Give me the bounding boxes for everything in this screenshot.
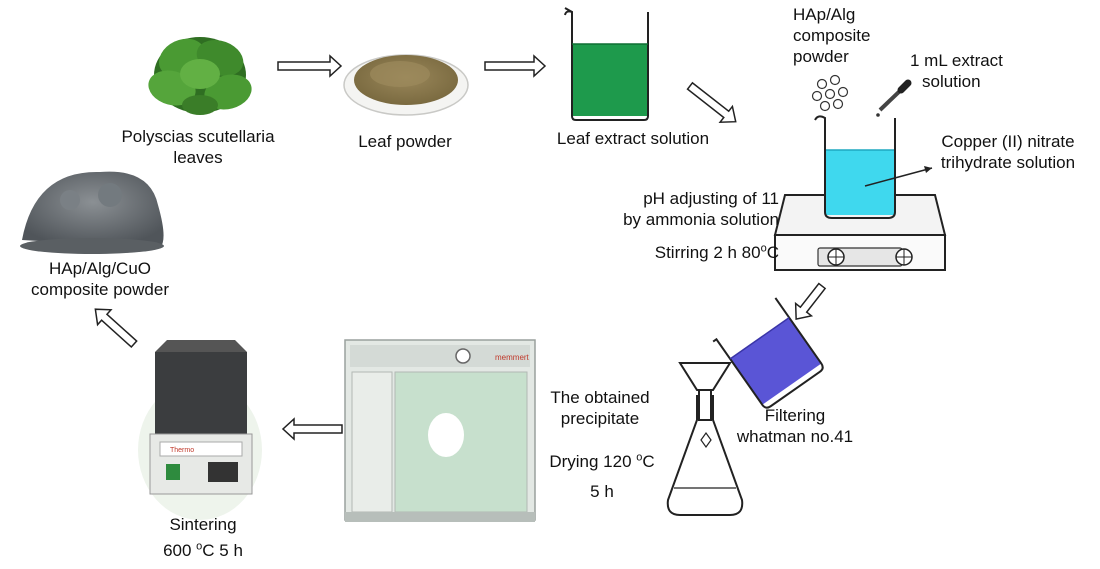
label-copper: Copper (II) nitrate trihydrate solution xyxy=(940,132,1076,172)
oven-brand: memmert xyxy=(495,353,530,362)
label-precipitate: The obtained precipitate xyxy=(550,388,650,428)
label-leaves: Polyscias scutellaria leaves xyxy=(121,127,275,167)
filter-beaker xyxy=(712,297,824,409)
label-extract-ml-line2: solution xyxy=(922,72,981,91)
label-leaf-powder: Leaf powder xyxy=(358,132,452,151)
arrow-mixing-to-filter xyxy=(794,282,827,321)
label-drying: Drying 120 oC 5 h xyxy=(549,451,655,501)
dropper-icon xyxy=(876,79,912,117)
arrow-extract-to-mixing xyxy=(686,81,737,124)
process-arrows xyxy=(94,54,827,441)
leaf-extract-beaker xyxy=(564,7,649,121)
label-stirring: Stirring 2 h 80oC xyxy=(654,242,779,262)
arrow-leaves-to-powder xyxy=(277,54,343,78)
copper-pointer-line xyxy=(864,167,933,187)
label-filtering: Filtering whatman no.41 xyxy=(736,406,854,446)
leaf-powder-image xyxy=(343,54,469,116)
funnel-flask xyxy=(666,362,744,516)
furnace-image: Thermo xyxy=(138,340,262,520)
arrow-furnace-to-final xyxy=(94,308,138,349)
copper-pointer-head xyxy=(924,166,932,173)
label-final-powder: HAp/Alg/CuO composite powder xyxy=(31,259,169,299)
leaves-image xyxy=(148,37,252,115)
copper-beaker xyxy=(814,115,896,219)
arrow-filter-to-oven xyxy=(281,417,343,441)
oven-image: memmert xyxy=(344,339,536,522)
final-powder-image xyxy=(20,171,164,254)
label-hap-alg: HAp/Alg composite powder xyxy=(793,5,871,66)
arrow-powder-to-extract xyxy=(484,54,547,78)
label-sintering: Sintering 600 oC 5 h xyxy=(163,515,243,560)
label-leaf-extract: Leaf extract solution xyxy=(556,129,710,148)
label-ph: pH adjusting of 11 by ammonia solution xyxy=(623,189,779,229)
powder-bubbles xyxy=(811,74,849,112)
label-extract-ml: 1 mL extract solution xyxy=(910,51,1003,91)
furnace-brand: Thermo xyxy=(170,447,194,454)
